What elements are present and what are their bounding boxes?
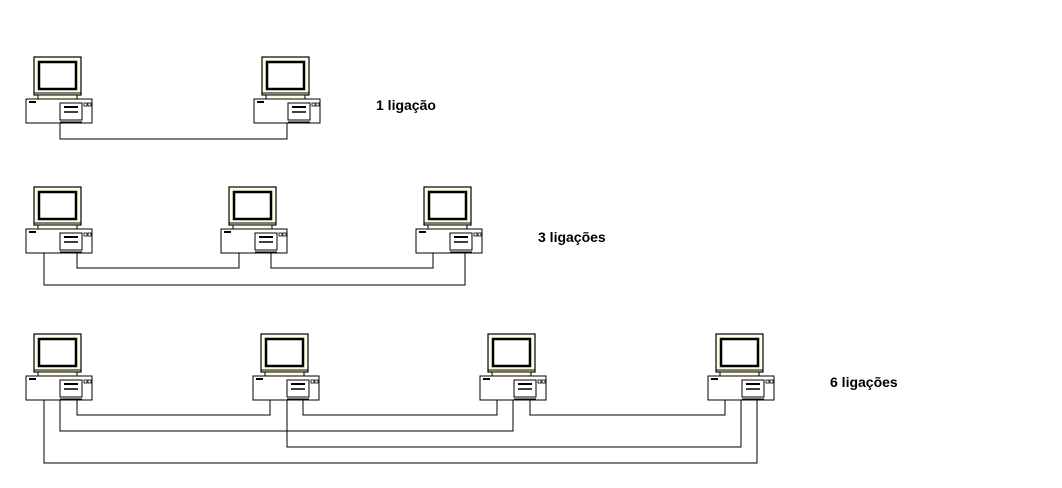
computers-layer [25,56,775,401]
monitor-screen [37,60,78,91]
row-3-label: 6 ligações [830,374,898,390]
link-2 [76,253,240,269]
row-2-label: 3 ligações [538,229,606,245]
link-5 [76,400,271,416]
computer-icon-row1-2 [253,56,321,124]
monitor-screen [719,337,760,368]
monitor-stand [232,224,273,230]
monitor-stand [37,94,78,100]
monitor-stand [264,371,305,377]
link-6 [302,400,498,416]
monitor-stand [37,371,78,377]
power-button [278,232,283,237]
reset-button [87,102,92,107]
computer-icon-row3-3 [479,333,547,401]
monitor-screen [232,190,273,221]
link-9 [286,400,742,448]
power-button [310,379,315,384]
computer-icon-row3-4 [707,333,775,401]
link-7 [529,400,726,416]
monitor-stand [265,94,306,100]
power-button [83,102,88,107]
reset-button [314,379,319,384]
power-led [224,231,231,233]
monitor-screen [37,337,78,368]
row-1-label: 1 ligação [376,97,436,113]
power-led [29,378,36,380]
computer-icon-row2-2 [220,186,288,254]
link-4 [43,253,466,286]
power-button [765,379,770,384]
monitor-screen [491,337,532,368]
power-button [83,379,88,384]
computer-icon-row2-3 [415,186,483,254]
monitor-stand [491,371,532,377]
power-button [537,379,542,384]
link-3 [270,253,434,269]
power-led [419,231,426,233]
reset-button [315,102,320,107]
monitor-stand [37,224,78,230]
links-layer [43,123,758,464]
power-led [29,231,36,233]
computer-icon-row3-1 [25,333,93,401]
link-10 [43,400,758,464]
power-led [256,378,263,380]
reset-button [769,379,774,384]
power-button [311,102,316,107]
monitor-stand [427,224,468,230]
reset-button [477,232,482,237]
monitor-screen [427,190,468,221]
power-button [473,232,478,237]
reset-button [87,232,92,237]
reset-button [87,379,92,384]
link-1 [59,123,288,140]
monitor-screen [37,190,78,221]
computer-icon-row3-2 [252,333,320,401]
monitor-screen [264,337,305,368]
power-led [29,101,36,103]
power-led [257,101,264,103]
power-led [711,378,718,380]
power-led [483,378,490,380]
power-button [83,232,88,237]
monitor-stand [719,371,760,377]
reset-button [282,232,287,237]
monitor-screen [265,60,306,91]
computer-icon-row2-1 [25,186,93,254]
computer-icon-row1-1 [25,56,93,124]
reset-button [541,379,546,384]
